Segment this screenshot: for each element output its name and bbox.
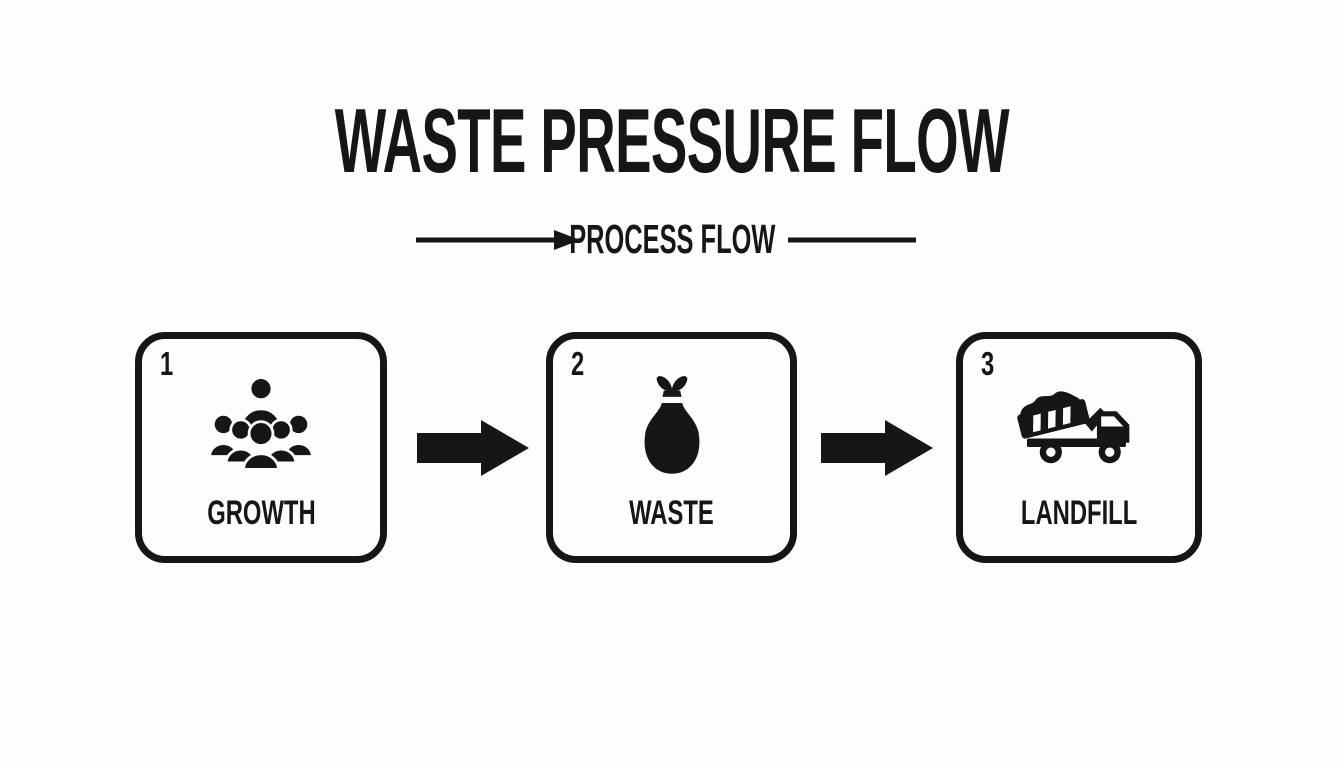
subtitle-label: PROCESS FLOW	[568, 216, 776, 262]
step-number: 2	[571, 345, 585, 382]
step-label: GROWTH	[206, 494, 316, 532]
crowd-icon	[208, 376, 314, 471]
step-box-waste: 2 WASTE	[546, 332, 797, 563]
step-number: 3	[981, 345, 995, 382]
page-title: WASTE PRESSURE FLOW	[0, 96, 1344, 187]
dump-truck-icon	[1017, 391, 1130, 464]
step-box-growth: 1 GROWTH	[135, 332, 387, 563]
trash-bag-icon	[644, 376, 699, 474]
subtitle-line-icon	[788, 237, 916, 243]
flow-arrow-icon	[417, 420, 529, 476]
step-box-landfill: 3	[956, 332, 1202, 563]
process-flow-arrow-icon	[416, 230, 580, 250]
subtitle: PROCESS FLOW	[0, 219, 1344, 260]
step-number: 1	[160, 345, 174, 382]
step-label: LANDFILL	[1020, 494, 1138, 532]
flow-arrow-icon	[821, 420, 933, 476]
step-label: WASTE	[629, 494, 714, 532]
page-title-text: WASTE PRESSURE FLOW	[334, 91, 1010, 192]
